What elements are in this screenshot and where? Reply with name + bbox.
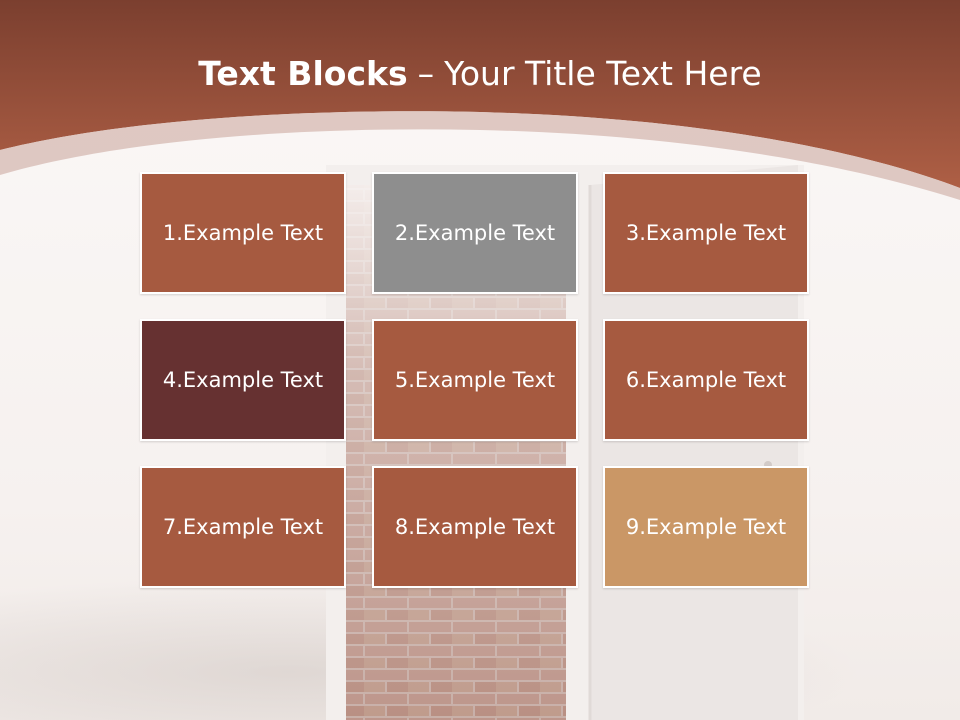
title-separator: –	[417, 54, 435, 93]
text-block-8[interactable]: 8.Example Text	[372, 466, 578, 588]
text-block-3-label: 3.Example Text	[625, 221, 787, 245]
text-block-3[interactable]: 3.Example Text	[603, 172, 809, 294]
text-block-7[interactable]: 7.Example Text	[140, 466, 346, 588]
text-block-1[interactable]: 1.Example Text	[140, 172, 346, 294]
text-block-2[interactable]: 2.Example Text	[372, 172, 578, 294]
slide-title: Text Blocks–Your Title Text Here	[0, 52, 960, 96]
title-rest: Your Title Text Here	[444, 54, 762, 93]
text-block-9[interactable]: 9.Example Text	[603, 466, 809, 588]
text-block-5[interactable]: 5.Example Text	[372, 319, 578, 441]
text-block-5-label: 5.Example Text	[394, 368, 556, 392]
text-block-9-label: 9.Example Text	[625, 515, 787, 539]
text-block-2-label: 2.Example Text	[394, 221, 556, 245]
text-block-7-label: 7.Example Text	[162, 515, 324, 539]
text-block-4-label: 4.Example Text	[162, 368, 324, 392]
text-block-6[interactable]: 6.Example Text	[603, 319, 809, 441]
text-block-1-label: 1.Example Text	[162, 221, 324, 245]
text-block-8-label: 8.Example Text	[394, 515, 556, 539]
text-block-4[interactable]: 4.Example Text	[140, 319, 346, 441]
header-banner	[0, 0, 960, 200]
title-bold: Text Blocks	[198, 54, 408, 93]
text-block-6-label: 6.Example Text	[625, 368, 787, 392]
